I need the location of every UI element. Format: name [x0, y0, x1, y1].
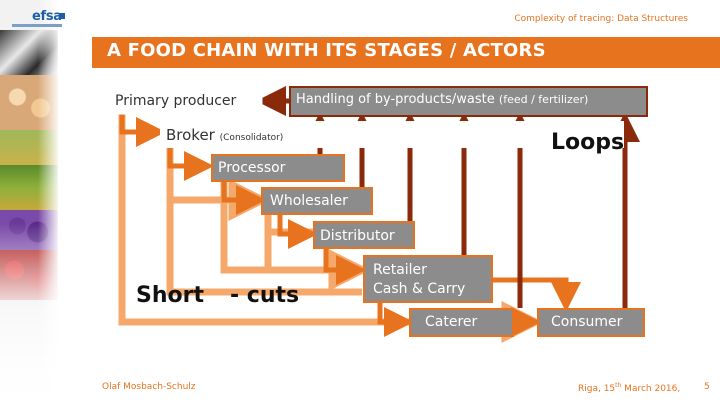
- page-number: 5: [704, 382, 710, 392]
- title-bar: [92, 37, 720, 68]
- label-broker-main: Broker: [166, 126, 215, 144]
- flow-processor-to-wholesaler: [221, 180, 266, 215]
- slide-header-subtitle: Complexity of tracing: Data Structures: [514, 14, 688, 24]
- shortcut-path-3: [166, 180, 362, 296]
- shortcut-path-4: [220, 180, 371, 291]
- box-caterer: [409, 308, 514, 337]
- slide-title: A FOOD CHAIN WITH ITS STAGES / ACTORS: [107, 40, 546, 61]
- shortcut-path-5: [264, 214, 316, 236]
- box-retailer: [363, 255, 493, 303]
- box-consumer: [537, 308, 645, 337]
- flow-primary-to-broker: [119, 114, 166, 147]
- label-wholesaler: Wholesaler: [270, 193, 348, 209]
- label-processor: Processor: [218, 160, 286, 176]
- label-retailer-line1: Retailer: [373, 262, 427, 278]
- flow-wholesaler-to-distributor: [277, 214, 318, 249]
- box-wholesaler: [261, 187, 373, 215]
- box-distributor: [313, 221, 415, 249]
- footer-date-suffix: March 2016,: [621, 384, 681, 394]
- main-flow-paths: [119, 114, 581, 337]
- annotation-short: Short: [136, 283, 204, 308]
- footer-date: Riga, 15th March 2016,: [578, 382, 680, 394]
- label-primary-producer: Primary producer: [115, 93, 237, 109]
- footer-author: Olaf Mosbach-Schulz: [102, 382, 196, 392]
- flow-broker-to-processor: [167, 146, 214, 181]
- label-handling-note: (feed / fertilizer): [498, 93, 589, 106]
- flow-distributor-to-retailer: [323, 248, 366, 285]
- box-processor: [211, 154, 345, 182]
- flow-retailer-to-caterer: [377, 302, 414, 337]
- footer-date-prefix: Riga, 15: [578, 384, 616, 394]
- decorative-photo-strip: [0, 0, 58, 405]
- label-distributor: Distributor: [320, 228, 395, 244]
- label-handling-main: Handling of by-products/waste: [296, 92, 495, 107]
- box-handling: [289, 86, 648, 117]
- logo-tagline-bar: [12, 24, 62, 27]
- flow-retailer-to-consumer: [493, 277, 581, 312]
- efsa-logo: efsa: [8, 6, 65, 30]
- logo-mark-icon: [59, 13, 65, 19]
- label-broker: Broker (Consolidator): [166, 126, 283, 144]
- footer-date-sup: th: [615, 382, 622, 389]
- label-consumer: Consumer: [551, 314, 623, 330]
- box-primary-producer: [107, 88, 263, 115]
- label-broker-note: (Consolidator): [219, 133, 284, 143]
- box-broker: [160, 121, 624, 148]
- annotation-cuts: - cuts: [230, 283, 300, 308]
- label-retailer-line2: Cash & Carry: [373, 281, 466, 297]
- label-caterer: Caterer: [425, 314, 478, 330]
- label-handling: Handling of by-products/waste (feed / fe…: [296, 92, 588, 107]
- annotation-loops: Loops: [551, 130, 625, 155]
